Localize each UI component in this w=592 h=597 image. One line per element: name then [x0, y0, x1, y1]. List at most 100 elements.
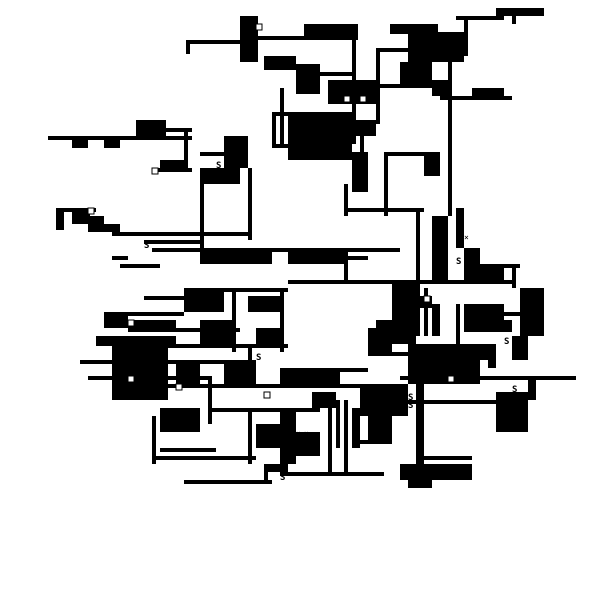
- room-block: [368, 328, 392, 352]
- trap-marker: ×: [474, 93, 479, 102]
- trap-marker: ×: [224, 255, 229, 264]
- door-marker: [127, 319, 135, 327]
- corridor: [456, 304, 460, 360]
- door-marker: [127, 375, 135, 383]
- trap-marker: ×: [464, 233, 469, 242]
- corridor: [336, 400, 340, 448]
- corridor: [480, 264, 520, 268]
- corridor: [528, 376, 536, 400]
- room-block: [256, 424, 280, 448]
- corridor: [136, 128, 192, 132]
- room-block: [328, 80, 376, 104]
- room-block: [104, 136, 120, 148]
- corridor: [376, 84, 432, 88]
- corridor: [152, 248, 200, 252]
- room-block: [464, 320, 512, 332]
- corridor: [184, 480, 272, 484]
- corridor: [264, 464, 288, 472]
- room-block: [520, 288, 544, 336]
- corridor: [512, 8, 516, 24]
- corridor: [368, 352, 416, 356]
- corridor: [152, 416, 156, 464]
- corridor: [232, 288, 236, 352]
- trap-marker: ×: [232, 255, 237, 264]
- corridor: [248, 408, 252, 464]
- corridor: [328, 408, 332, 472]
- corridor: [376, 48, 408, 52]
- room-block: [424, 152, 440, 176]
- room-block: [104, 312, 128, 328]
- room-block: [352, 408, 360, 448]
- corridor: [200, 152, 248, 156]
- trap-marker: ×: [184, 377, 189, 386]
- corridor: [344, 256, 368, 260]
- corridor: [416, 376, 424, 488]
- corridor: [352, 440, 392, 444]
- room-block: [296, 64, 320, 94]
- room-block: [240, 16, 258, 62]
- room-block: [200, 168, 240, 184]
- room-block: [112, 344, 168, 400]
- corridor: [112, 232, 208, 236]
- room-block: [248, 296, 280, 312]
- corridor: [200, 232, 252, 236]
- corridor: [248, 344, 288, 348]
- corridor: [400, 376, 576, 380]
- room-block: [432, 80, 450, 96]
- door-marker: [151, 167, 159, 175]
- corridor: [168, 384, 280, 388]
- room-block: [264, 56, 296, 70]
- room-block: [160, 408, 200, 432]
- corridor: [144, 296, 200, 300]
- door-marker: [359, 95, 367, 103]
- stairs-marker: S: [400, 305, 405, 315]
- trap-marker: ×: [216, 255, 221, 264]
- door-marker: [263, 391, 271, 399]
- stairs-marker: S: [400, 289, 405, 299]
- corridor: [112, 256, 128, 260]
- corridor: [344, 248, 348, 284]
- corridor: [80, 360, 120, 364]
- corridor: [504, 312, 520, 316]
- corridor: [464, 16, 468, 56]
- corridor: [448, 56, 452, 216]
- corridor: [512, 336, 528, 360]
- corridor: [272, 112, 288, 116]
- door-marker: [343, 95, 351, 103]
- room-block: [56, 208, 64, 230]
- stairs-marker: S: [216, 297, 221, 307]
- room-block: [352, 120, 376, 136]
- room-block: [408, 344, 488, 360]
- door-marker: [423, 295, 431, 303]
- corridor: [296, 72, 352, 76]
- stairs-marker: S: [416, 49, 421, 59]
- corridor: [208, 376, 212, 424]
- corridor: [384, 152, 440, 156]
- corridor: [344, 184, 348, 216]
- corridor: [248, 344, 252, 368]
- corridor: [416, 208, 420, 336]
- corridor: [280, 288, 284, 352]
- corridor: [88, 376, 208, 380]
- trap-marker: ×: [208, 255, 213, 264]
- corridor: [96, 224, 120, 232]
- corridor: [248, 168, 252, 240]
- room-block: [72, 208, 90, 224]
- room-block: [496, 392, 528, 432]
- room-block: [456, 208, 464, 248]
- trap-marker: ×: [482, 93, 487, 102]
- stairs-marker: S: [504, 337, 509, 347]
- corridor: [184, 128, 188, 168]
- corridor: [160, 448, 216, 452]
- stairs-marker: S: [408, 393, 413, 403]
- trap-marker: ×: [304, 437, 309, 446]
- room-block: [288, 112, 352, 160]
- corridor: [272, 144, 352, 148]
- door-marker: [255, 23, 263, 31]
- corridor: [144, 240, 200, 244]
- trap-marker: ×: [296, 429, 301, 438]
- stairs-marker: S: [512, 385, 517, 395]
- trap-marker: ×: [280, 375, 285, 384]
